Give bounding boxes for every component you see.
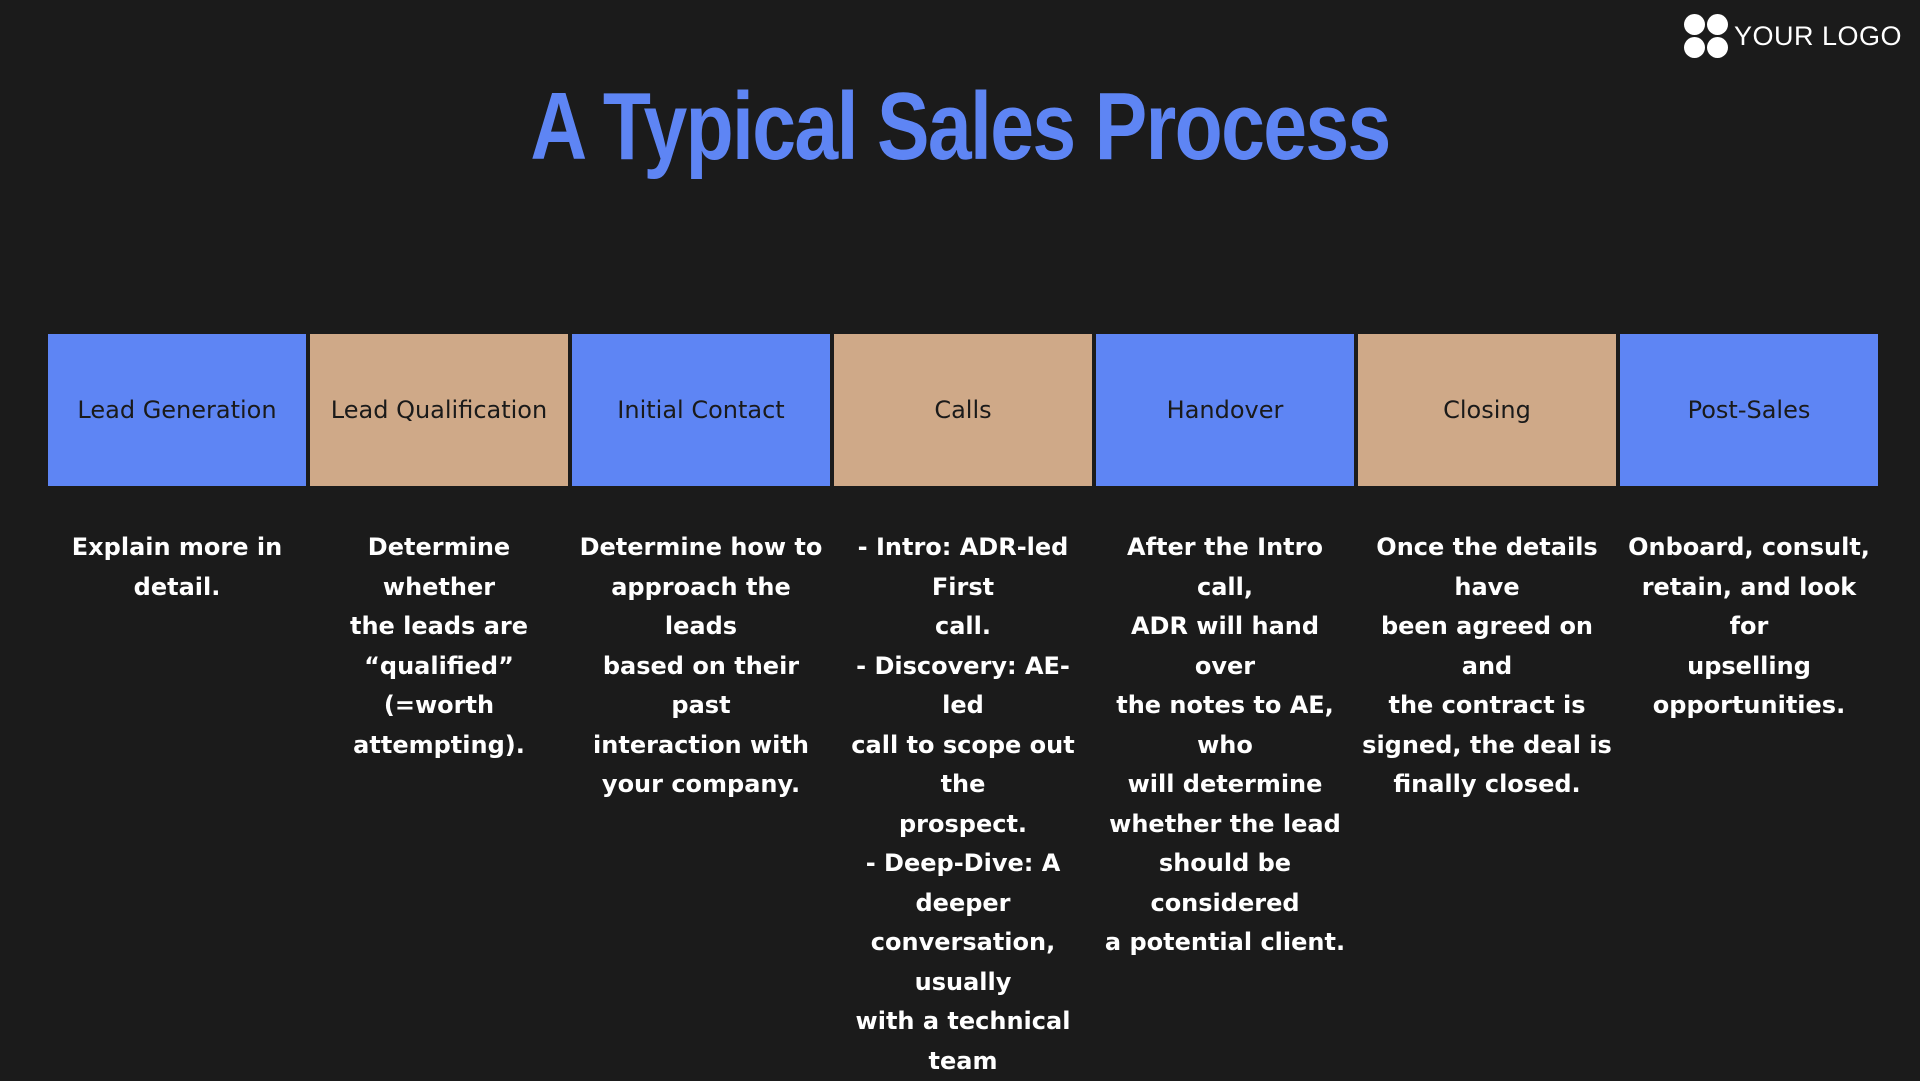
stage-box: Post-Sales (1620, 334, 1878, 486)
stage-box: Handover (1096, 334, 1354, 486)
stage-description: Determine how to approach the leads base… (579, 533, 823, 798)
stage-handover: Handover After the Intro call, ADR will … (1096, 334, 1354, 1081)
stage-label: Calls (934, 396, 992, 424)
page-title: A Typical Sales Process (530, 73, 1391, 180)
stage-box: Initial Contact (572, 334, 830, 486)
stage-closing: Closing Once the details have been agree… (1358, 334, 1616, 1081)
stage-description: Once the details have been agreed on and… (1362, 533, 1612, 798)
stage-box: Lead Generation (48, 334, 306, 486)
stage-description: Onboard, consult, retain, and look for u… (1628, 533, 1870, 719)
stage-post-sales: Post-Sales Onboard, consult, retain, and… (1620, 334, 1878, 1081)
stage-box: Closing (1358, 334, 1616, 486)
stage-box: Calls (834, 334, 1092, 486)
stage-lead-qualification: Lead Qualification Determine whether the… (310, 334, 568, 1081)
stage-label: Lead Generation (77, 396, 277, 424)
stage-label: Post-Sales (1687, 396, 1811, 424)
sales-process-stages: Lead Generation Explain more in detail. … (48, 334, 1878, 1081)
logo-flower-icon (1683, 14, 1728, 58)
stage-label: Handover (1166, 396, 1284, 424)
stage-description: Determine whether the leads are “qualifi… (349, 533, 529, 759)
stage-label: Lead Qualification (330, 396, 548, 424)
stage-label: Closing (1443, 396, 1531, 424)
stage-lead-generation: Lead Generation Explain more in detail. (48, 334, 306, 1081)
logo-text: YOUR LOGO (1733, 20, 1902, 51)
stage-box: Lead Qualification (310, 334, 568, 486)
stage-description: After the Intro call, ADR will hand over… (1104, 533, 1346, 956)
stage-description: - Intro: ADR-led First call. - Discovery… (851, 533, 1075, 1075)
stage-description: Explain more in detail. (71, 533, 283, 601)
logo: YOUR LOGO (1683, 14, 1902, 58)
stage-initial-contact: Initial Contact Determine how to approac… (572, 334, 830, 1081)
stage-calls: Calls - Intro: ADR-led First call. - Dis… (834, 334, 1092, 1081)
stage-label: Initial Contact (617, 396, 785, 424)
